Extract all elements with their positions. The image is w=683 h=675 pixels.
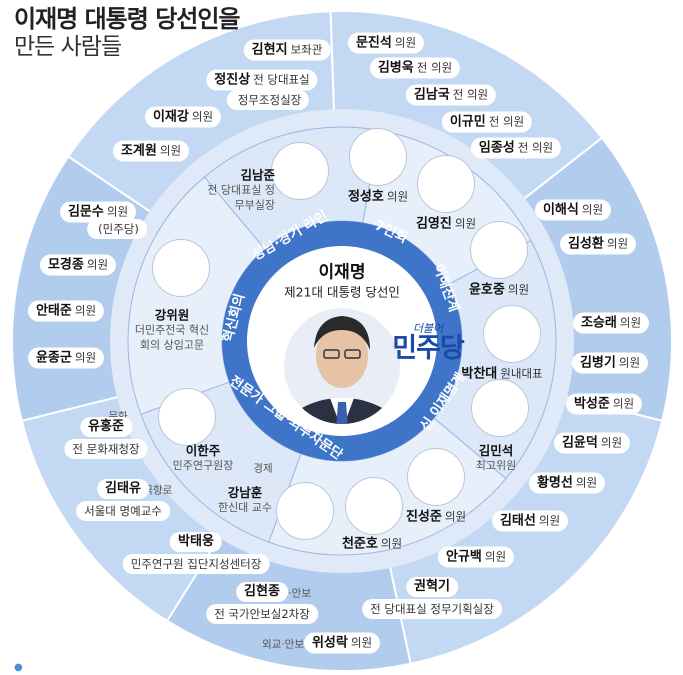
portrait-photo <box>484 306 540 362</box>
portrait-photo <box>159 389 215 445</box>
portrait-photo <box>153 240 209 296</box>
portrait-photo <box>272 143 328 199</box>
portrait-photo <box>418 156 474 212</box>
category-tag: 외교·안보 <box>262 638 304 651</box>
party-big: 민주당 <box>392 333 465 364</box>
title-line1: 이재명 대통령 당선인을 <box>14 5 241 33</box>
party-logo: 더불어 민주당 <box>392 322 465 364</box>
category-tag: 경제 <box>253 462 273 475</box>
inner-person: 이한주 민주연구원장 <box>172 443 234 472</box>
portrait-photo <box>472 380 528 436</box>
title-line2: 만든 사람들 <box>14 33 122 60</box>
portrait-photo <box>346 478 402 534</box>
portrait-photo <box>277 483 333 539</box>
party-small: 더불어 <box>412 322 444 335</box>
inner-person: 강남훈 한신대 교수 <box>217 485 273 514</box>
portrait-photo <box>471 222 527 278</box>
center-name: 이재명 <box>318 262 366 283</box>
inner-person: 강위원 더민주전국 혁신회의 상임고문 <box>134 307 210 352</box>
inner-person: 김남준 전 당대표실 정무부실장 <box>207 167 275 212</box>
center-subtitle: 제21대 대통령 당선인 <box>284 284 400 300</box>
outer-person-title: (민주당) <box>87 219 147 239</box>
source-logo-icon: ● <box>14 662 23 673</box>
portrait-photo <box>350 129 406 185</box>
portrait-photo <box>408 449 464 505</box>
inner-person: 김민석 최고위원 <box>475 443 517 472</box>
outer-person-title: 정무조정실장 <box>226 90 310 110</box>
page-title: 이재명 대통령 당선인을 만든 사람들 <box>14 5 241 60</box>
